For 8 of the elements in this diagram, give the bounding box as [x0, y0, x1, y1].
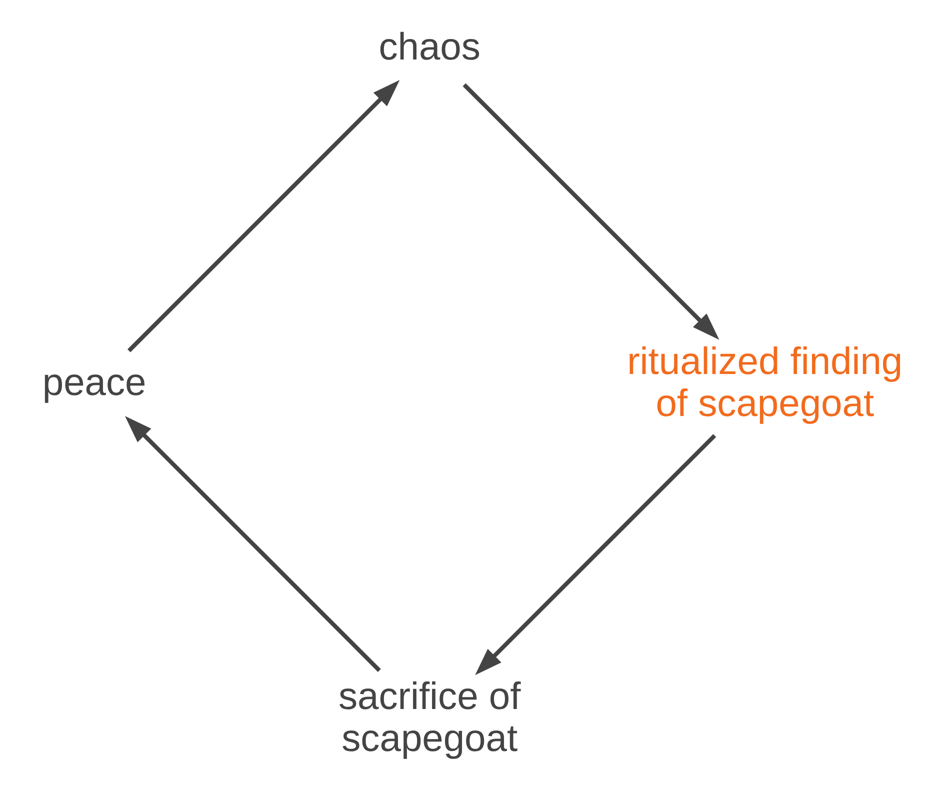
arrow [462, 83, 719, 340]
arrow [126, 80, 400, 352]
node-text: sacrifice of scapegoat [338, 675, 520, 760]
node-text: ritualized finding of scapegoat [626, 340, 902, 425]
node-text: peace [42, 360, 146, 404]
arrow [124, 416, 380, 672]
arrow [474, 434, 716, 676]
node-text: chaos [378, 26, 480, 69]
